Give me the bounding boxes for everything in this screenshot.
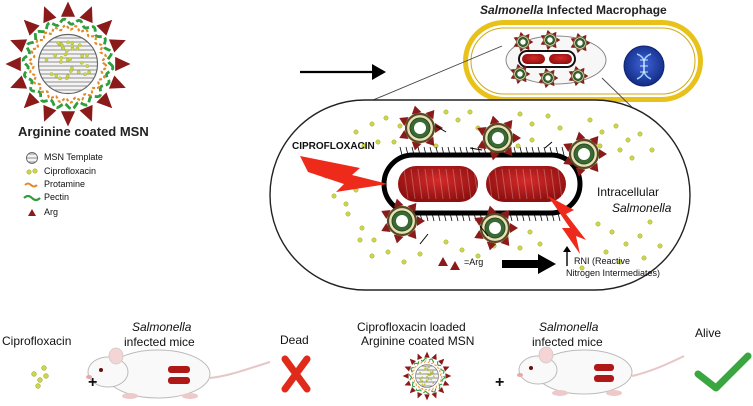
arg-legend-label: =Arg: [464, 257, 483, 267]
dead-cross-icon: [285, 359, 307, 389]
rni-label-2: Nitrogen Intermediates): [566, 268, 660, 278]
alive-label: Alive: [695, 326, 721, 340]
ciprofloxacin-molecules-icon: [32, 366, 49, 389]
msn-title: Arginine coated MSN: [18, 124, 149, 139]
legend-ciprofloxacin: Ciprofloxacin: [44, 166, 96, 176]
plus-1: +: [88, 374, 97, 392]
msn-particle-large: [5, 1, 130, 126]
dead-label: Dead: [280, 333, 309, 347]
main-arrow: [300, 64, 386, 80]
mouse-1: [86, 348, 270, 399]
intracellular-label-1: Intracellular: [597, 185, 659, 199]
mice1-label-2: infected mice: [124, 335, 195, 349]
zoom-cipro-label: CIPROFLOXACIN: [292, 141, 375, 152]
macrophage-title-italic: Salmonella: [480, 3, 543, 17]
alive-check-icon: [698, 356, 748, 388]
dna-nucleus-icon: [624, 46, 664, 86]
macrophage-title-rest: Infected Macrophage: [543, 3, 666, 17]
macrophage-title: Salmonella Infected Macrophage: [480, 3, 667, 17]
plus-2: +: [495, 374, 504, 392]
mice2-label-1: Salmonella: [539, 320, 598, 334]
msn-particle-small: [403, 352, 452, 401]
protamine-icon: [25, 184, 37, 187]
mice1-label-1: Salmonella: [132, 320, 191, 334]
rni-label-1: RNI (Reactive: [574, 256, 630, 266]
loaded-label-2: Arginine coated MSN: [361, 334, 474, 348]
msn-template-icon: [27, 153, 38, 164]
legend-msn-template: MSN Template: [44, 152, 103, 162]
ciprofloxacin-dot-icon: [27, 169, 37, 174]
intracellular-label-2: Salmonella: [612, 201, 671, 215]
loaded-label-1: Ciprofloxacin loaded: [357, 320, 466, 334]
mouse-2: [517, 347, 684, 396]
pectin-icon: [24, 196, 40, 200]
legend-arg: Arg: [44, 207, 58, 217]
legend-pectin: Pectin: [44, 192, 69, 202]
bottom-cipro-label: Ciprofloxacin: [2, 334, 71, 348]
legend-protamine: Protamine: [44, 179, 85, 189]
mice2-label-2: infected mice: [532, 335, 603, 349]
arg-triangle-icon: [28, 209, 36, 216]
